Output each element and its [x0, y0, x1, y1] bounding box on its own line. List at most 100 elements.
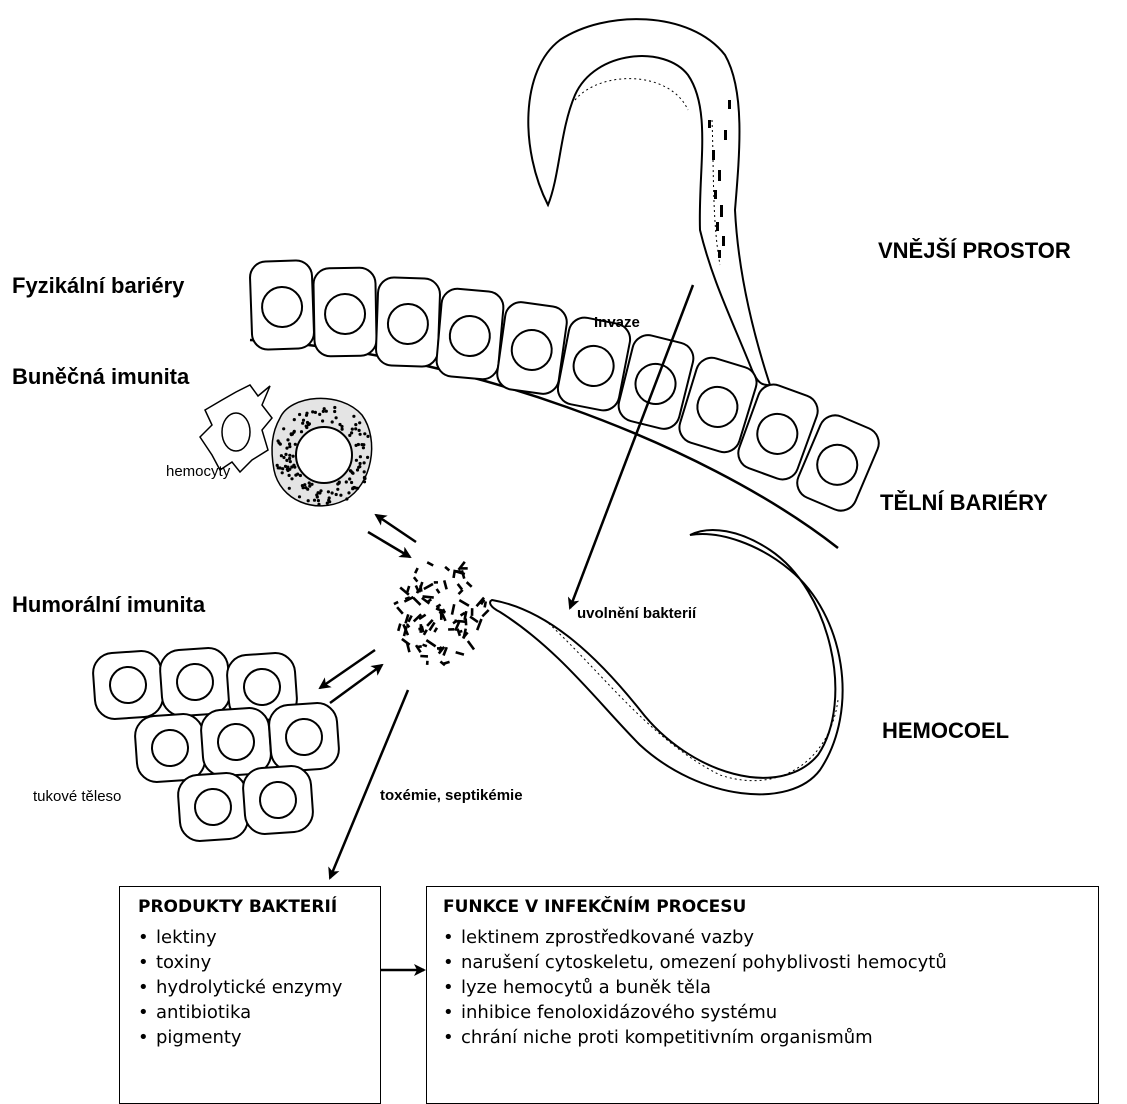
bacterium	[397, 623, 402, 631]
granule	[323, 407, 326, 410]
granule	[277, 439, 280, 442]
hemocyte-granular	[272, 398, 372, 506]
granule	[336, 488, 339, 491]
bacterium	[420, 655, 428, 658]
granule	[333, 406, 336, 409]
granule	[352, 415, 355, 418]
granule	[328, 496, 331, 499]
toxemia-arrow	[330, 690, 408, 878]
label-fat-body: tukové těleso	[33, 788, 121, 805]
bacterium	[396, 606, 404, 614]
granule	[298, 413, 301, 416]
granule	[366, 456, 369, 459]
bacterium	[469, 615, 478, 623]
granule	[354, 427, 357, 430]
label-outer-space: VNĚJŠÍ PROSTOR	[878, 238, 1071, 264]
granule	[290, 432, 293, 435]
hemocyte-spiky	[200, 385, 272, 472]
arrow-hemocytes-to-cluster	[368, 532, 410, 557]
granule	[351, 487, 354, 490]
granule	[304, 486, 307, 489]
functions-item: lektinem zprostředkované vazby	[443, 925, 1098, 950]
epithelial-cell	[495, 300, 569, 396]
bacterium	[457, 583, 463, 590]
granule	[325, 410, 328, 413]
products-item: pigmenty	[138, 1025, 380, 1050]
cell-nucleus	[261, 286, 302, 327]
granule	[318, 413, 321, 416]
granule	[363, 461, 366, 464]
label-bacteria-release: uvolnění bakterií	[577, 605, 696, 622]
bacterium	[443, 580, 448, 590]
granule	[281, 471, 284, 474]
granule	[327, 490, 330, 493]
granule	[317, 503, 320, 506]
granule	[282, 427, 285, 430]
granule	[288, 474, 291, 477]
granule	[359, 455, 362, 458]
label-cellular-immunity: Buněčná imunita	[12, 364, 189, 390]
granule	[362, 446, 365, 449]
fat-body-cell	[134, 713, 206, 784]
granule	[331, 491, 334, 494]
bacterium	[459, 599, 470, 607]
granule	[308, 485, 311, 488]
granule	[302, 419, 305, 422]
granule	[348, 434, 351, 437]
granule	[314, 411, 317, 414]
functions-item: narušení cytoskeletu, omezení pohyblivos…	[443, 950, 1098, 975]
bacterium	[401, 638, 410, 646]
label-toxemia-septicemia: toxémie, septikémie	[380, 787, 523, 804]
granule	[288, 468, 291, 471]
fat-body-cell	[177, 772, 249, 843]
granule	[354, 423, 357, 426]
nematode-outer-bacteria	[708, 100, 731, 258]
granule	[303, 483, 306, 486]
bacterium	[466, 581, 473, 588]
bacterium	[426, 661, 429, 665]
granule	[285, 447, 288, 450]
functions-item: inhibice fenoloxidázového systému	[443, 1000, 1098, 1025]
granule	[292, 431, 295, 434]
bacterium	[444, 566, 450, 572]
granule	[362, 443, 365, 446]
bacterium	[471, 608, 474, 616]
epithelial-cell	[249, 260, 314, 350]
granule	[281, 467, 284, 470]
granule	[357, 443, 360, 446]
label-invasion: Invaze	[594, 314, 640, 331]
granule	[347, 491, 350, 494]
granule	[305, 412, 308, 415]
granule	[358, 429, 361, 432]
granule	[284, 465, 287, 468]
bacterium	[481, 609, 489, 617]
granule	[288, 454, 291, 457]
granule	[339, 494, 342, 497]
granule	[276, 464, 279, 467]
fat-body-cell	[92, 650, 164, 721]
granule	[300, 430, 303, 433]
functions-item: lyze hemocytů a buněk těla	[443, 975, 1098, 1000]
bacterium	[427, 561, 434, 566]
granule	[366, 435, 369, 438]
cell-nucleus	[387, 303, 428, 344]
granule	[359, 433, 362, 436]
epithelial-cell	[313, 267, 377, 356]
granule	[286, 438, 289, 441]
granule	[301, 422, 304, 425]
granule	[294, 474, 297, 477]
granule	[298, 495, 301, 498]
infection-functions-box: FUNKCE V INFEKČNÍM PROCESU lektinem zpro…	[426, 886, 1099, 1104]
granule	[305, 425, 308, 428]
label-physical-barriers: Fyzikální bariéry	[12, 273, 184, 299]
granule	[345, 497, 348, 500]
functions-item: chrání niche proti kompetitivním organis…	[443, 1025, 1098, 1050]
granule	[308, 481, 311, 484]
granule	[363, 470, 366, 473]
bacterium	[422, 643, 427, 647]
epithelial-cell	[375, 277, 440, 367]
granule	[335, 493, 338, 496]
label-body-barriers: TĚLNÍ BARIÉRY	[880, 490, 1048, 516]
cell-nucleus	[325, 294, 366, 335]
granule	[363, 432, 366, 435]
